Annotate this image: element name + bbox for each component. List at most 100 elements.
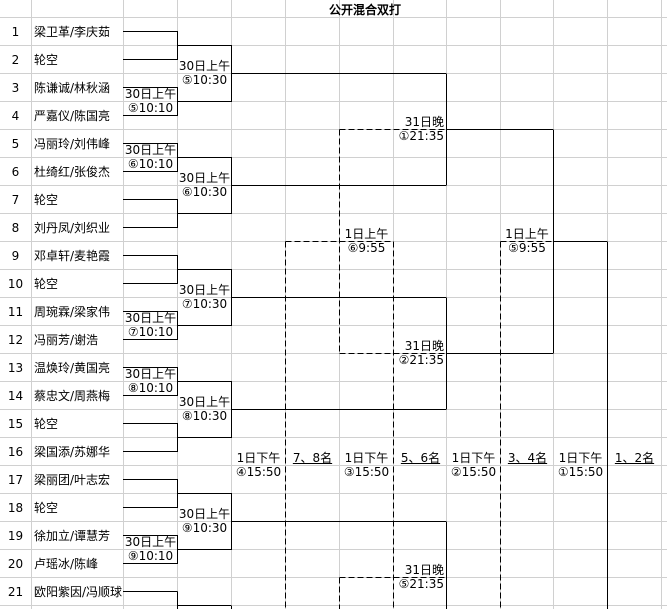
seed-number: 18 [7,501,24,515]
match-time: ⑥10:10 [127,157,174,171]
player-name: 梁卫革/李庆茹 [34,25,111,39]
seed-number: 5 [11,137,20,151]
grid-line [0,157,667,158]
grid-line [0,549,667,550]
match-day: 31日晚 [404,563,444,577]
player-name: 杜绮红/张俊杰 [34,165,111,179]
seed-number: 19 [7,529,24,543]
player-name: 温焕玲/黄国亮 [34,361,111,375]
grid-line [0,269,667,270]
player-name: 蔡忠文/周燕梅 [34,389,111,403]
match-time: ⑤21:35 [398,577,444,591]
seed-number: 3 [11,81,20,95]
match-day: 1日上午 [344,227,389,241]
player-name: 轮空 [34,417,59,431]
grid-line [0,437,667,438]
placement-time: ③15:50 [343,465,390,479]
seed-number: 4 [11,109,20,123]
bracket-line [123,199,178,228]
placement-day: 1日下午 [451,451,496,465]
grid-line [0,605,667,606]
seed-number: 20 [7,557,24,571]
bracket-line [231,45,232,102]
match-time: ⑨10:30 [181,521,228,535]
seed-number: 9 [11,249,20,263]
player-name: 陈谦诚/林秋涵 [34,81,111,95]
match-time: ⑨10:10 [127,549,174,563]
match-time: ⑥10:30 [181,185,228,199]
match-day: 30日上午 [178,59,231,73]
placement-time: ①15:50 [557,465,604,479]
bracket-line [231,157,232,214]
seed-number: 2 [11,53,20,67]
match-day: 30日上午 [124,311,177,325]
placement-rank: 1、2名 [614,451,655,465]
placement-day: 1日下午 [236,451,281,465]
grid-line [0,129,667,130]
player-name: 周琬霖/梁家伟 [34,305,111,319]
bracket-line [123,479,178,508]
match-day: 1日上午 [505,227,549,241]
bracket-line [231,269,232,326]
match-day: 30日上午 [178,171,231,185]
seed-number: 7 [11,193,20,207]
match-time: ⑤9:55 [508,241,546,255]
match-time: ⑥9:55 [347,241,386,255]
bracket-line [123,423,178,452]
grid-line [0,465,667,466]
match-day: 30日上午 [178,395,231,409]
grid-line [0,577,667,578]
player-name: 轮空 [34,53,59,67]
player-name: 刘丹凤/刘织业 [34,221,111,235]
grid-line [0,381,667,382]
bracket-line [231,493,232,550]
player-name: 轮空 [34,277,59,291]
grid-line [0,101,667,102]
placement-rank: 7、8名 [292,451,333,465]
match-day: 31日晚 [404,115,444,129]
grid-line [0,45,667,46]
grid-line [0,213,667,214]
match-time: ②21:35 [398,353,444,367]
match-day: 30日上午 [124,87,177,101]
seed-number: 15 [7,417,24,431]
player-name: 梁国添/苏娜华 [34,445,111,459]
match-day: 30日上午 [178,507,231,521]
seed-number: 1 [11,25,20,39]
bracket-line [123,31,178,60]
match-time: ⑦10:30 [181,297,228,311]
match-time: ⑤10:10 [127,101,174,115]
grid-line [0,17,667,18]
seed-number: 12 [7,333,24,347]
player-name: 卢瑶冰/陈峰 [34,557,99,571]
player-name: 邓卓轩/麦艳霞 [34,249,111,263]
match-time: ⑧10:10 [127,381,174,395]
seed-number: 21 [7,585,24,599]
grid-line [661,0,662,609]
placement-day: 1日下午 [558,451,603,465]
placement-day: 1日下午 [344,451,389,465]
seed-number: 16 [7,445,24,459]
match-time: ①21:35 [398,129,444,143]
sheet-title: 公开混合双打 [328,3,401,17]
match-time: ⑤10:30 [181,73,228,87]
seed-number: 10 [7,277,24,291]
placement-rank: 5、6名 [400,451,441,465]
match-day: 30日上午 [178,283,231,297]
match-day: 30日上午 [124,535,177,549]
match-day: 30日上午 [124,367,177,381]
match-day: 31日晚 [404,339,444,353]
placement-time: ④15:50 [235,465,282,479]
bracket-line [123,255,178,284]
player-name: 梁丽团/叶志宏 [34,473,111,487]
player-name: 轮空 [34,501,59,515]
player-name: 欧阳紫因/冯顺球 [34,585,123,599]
grid-line [31,0,32,609]
grid-line [0,325,667,326]
match-time: ⑧10:30 [181,409,228,423]
bracket-line [231,381,232,438]
seed-number: 13 [7,361,24,375]
placement-time: ②15:50 [450,465,497,479]
